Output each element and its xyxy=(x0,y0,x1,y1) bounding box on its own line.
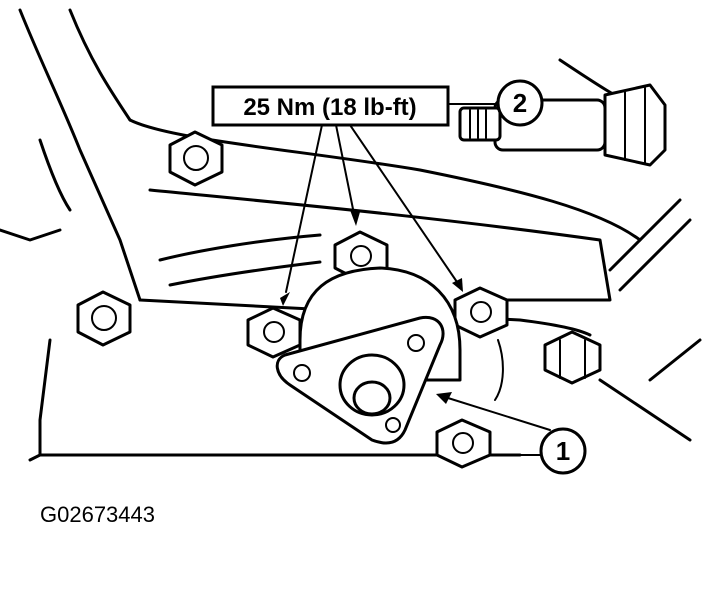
arrowhead-right xyxy=(452,278,463,292)
bolt-torque-right xyxy=(453,286,509,339)
triangular-flange xyxy=(275,315,504,445)
torque-callout: 25 Nm (18 lb-ft) xyxy=(211,85,450,127)
callout-2: 2 xyxy=(447,79,544,127)
callout-1-arrowhead xyxy=(436,392,452,404)
arrowhead-left xyxy=(280,292,290,306)
figure-id: G02673443 xyxy=(40,502,155,527)
callout-1-number: 1 xyxy=(556,436,570,466)
bolt-left xyxy=(76,290,132,347)
callout-2-number: 2 xyxy=(513,88,527,118)
callout-2-circle xyxy=(496,79,544,127)
arrowhead-center xyxy=(350,210,360,226)
torque-callout-box xyxy=(211,85,450,127)
torque-leader-arrows xyxy=(280,124,463,306)
callout-1: 1 xyxy=(436,392,587,475)
bolt-torque-left xyxy=(246,306,302,359)
bolt-lower xyxy=(435,418,492,469)
callout-1-circle xyxy=(539,427,587,475)
bolt-right xyxy=(543,330,602,385)
sensor-component xyxy=(458,83,667,167)
torque-callout-text: 25 Nm (18 lb-ft) xyxy=(243,94,416,121)
bolt-upper-left xyxy=(168,130,224,187)
